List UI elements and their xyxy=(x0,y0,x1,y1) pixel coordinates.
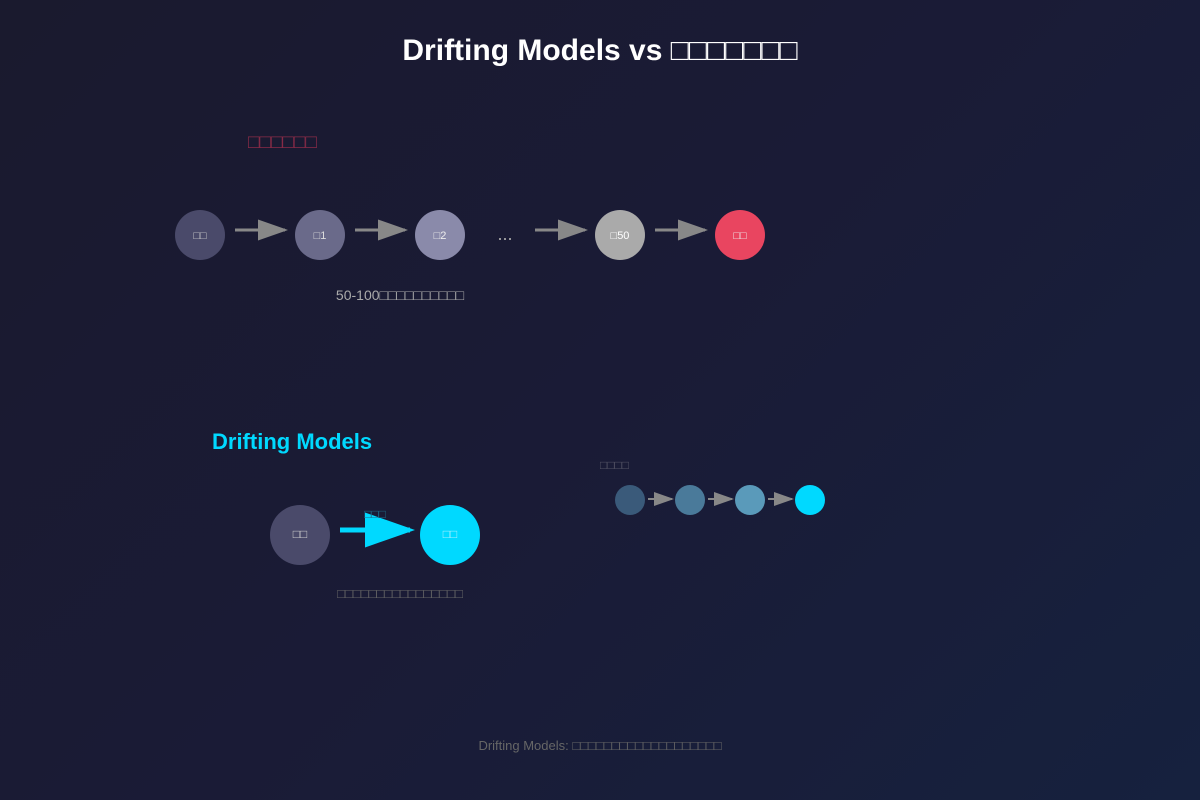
mini-chain xyxy=(615,485,825,515)
mini-node xyxy=(795,485,825,515)
node-noise-label: □□ xyxy=(193,230,207,242)
node-noise-label: □□ xyxy=(293,527,308,541)
node-step-1 xyxy=(295,210,345,260)
node-step-2 xyxy=(415,210,465,260)
node-step-2-label: □2 xyxy=(434,230,447,242)
node-noise xyxy=(270,505,330,565)
node-noise xyxy=(175,210,225,260)
footer-note: Drifting Models: □□□□□□□□□□□□□□□□□□□ xyxy=(478,738,721,753)
node-step-1-label: □1 xyxy=(314,230,327,242)
mini-node xyxy=(615,485,645,515)
drifting-onestep: □□ □□□ □□ xyxy=(270,505,480,565)
node-output-label: □□ xyxy=(733,230,747,242)
node-output xyxy=(420,505,480,565)
traditional-caption: 50-100□□□□□□□□□□ xyxy=(336,287,465,303)
drifting-label: Drifting Models xyxy=(212,429,372,454)
page-title: Drifting Models vs □□□□□□□ xyxy=(402,34,798,67)
chain-label: □□□□ xyxy=(600,458,629,472)
traditional-label: □□□□□□ xyxy=(248,132,317,153)
node-output xyxy=(715,210,765,260)
mini-node xyxy=(675,485,705,515)
node-output-label: □□ xyxy=(443,527,458,541)
node-step-50-label: □50 xyxy=(611,230,630,242)
drifting-caption: □□□□□□□□□□□□□□□□ xyxy=(337,586,463,601)
mini-node xyxy=(735,485,765,515)
arrow-label: □□□ xyxy=(364,507,386,521)
node-step-50 xyxy=(595,210,645,260)
ellipsis: ... xyxy=(497,224,512,244)
traditional-chain: □□ □1 □2 ... □50 □□ xyxy=(175,210,765,260)
